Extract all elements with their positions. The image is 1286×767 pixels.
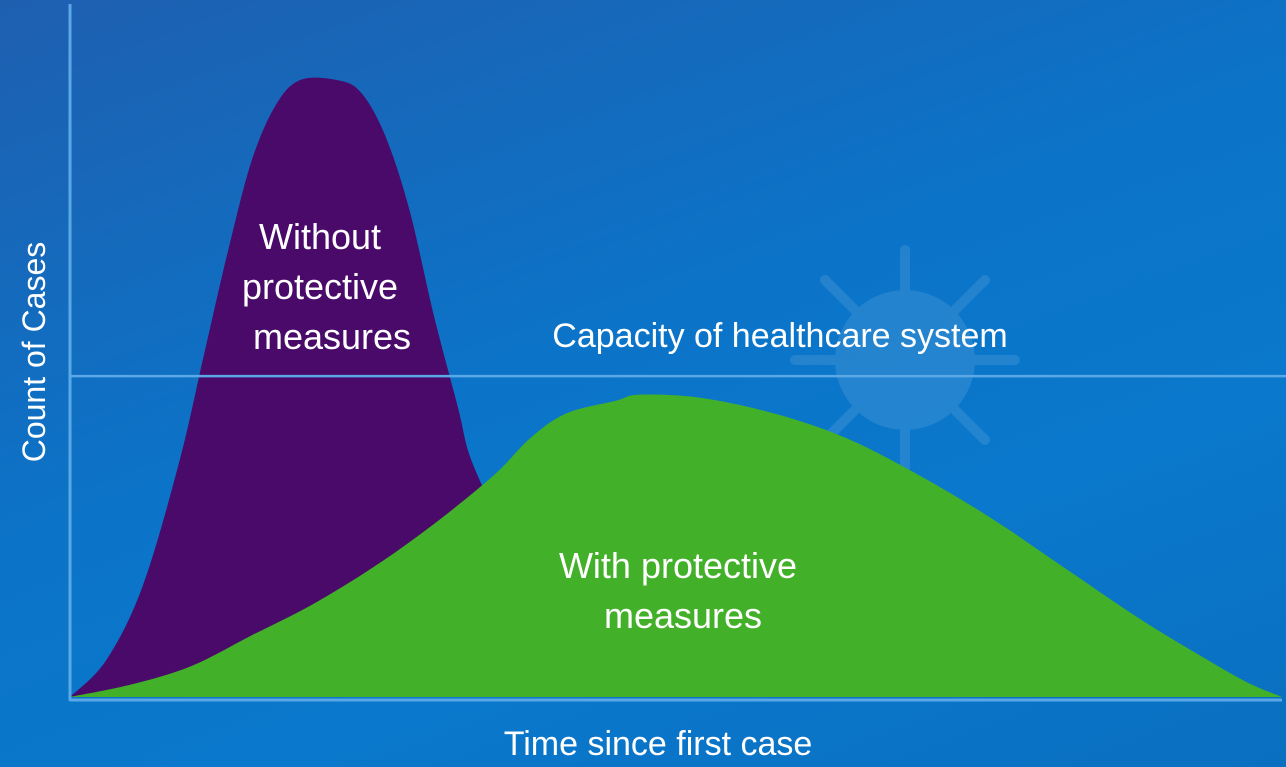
virus-icon (790, 245, 1020, 475)
series-label-without-line-1: Without (259, 216, 381, 257)
capacity-label: Capacity of healthcare system (552, 317, 1007, 355)
y-axis-label: Count of Cases (16, 242, 52, 463)
series-label-with: With protective measures (559, 545, 807, 636)
series-label-without-line-2: protective (242, 266, 398, 307)
area-without-protective-measures (70, 77, 495, 697)
area-with-protective-measures (70, 394, 1282, 697)
series-label-without: Without protective measures (242, 216, 411, 357)
series-label-with-line-2: measures (604, 595, 762, 636)
x-axis-label: Time since first case (504, 725, 813, 763)
series-label-with-line-1: With protective (559, 545, 797, 586)
series-label-without-line-3: measures (253, 316, 411, 357)
